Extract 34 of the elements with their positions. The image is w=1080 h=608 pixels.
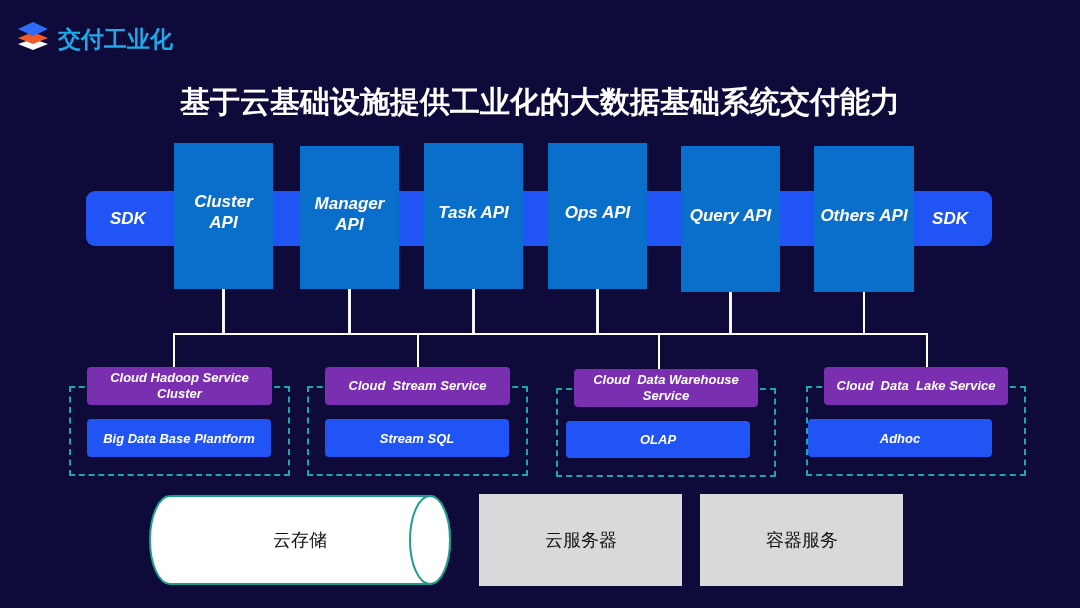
node-text: Adhoc <box>879 430 921 446</box>
service-box <box>566 421 750 458</box>
api-box <box>174 143 273 289</box>
sdk-label: SDK <box>110 208 146 229</box>
section-label: 交付工业化 <box>58 25 173 54</box>
api-label: Ops API <box>564 201 631 223</box>
node-text: 云服务器 <box>544 529 617 552</box>
resource-box <box>700 494 903 586</box>
node-text: Big Data Base Plantform <box>103 430 255 446</box>
api-label: Manager API <box>313 192 386 235</box>
node-text: 容器服务 <box>765 529 838 552</box>
api-box <box>300 146 399 289</box>
service-box <box>87 419 271 457</box>
api-label: Task API <box>438 201 509 223</box>
group-heading: Cloud Hadoop Service Cluster <box>87 367 272 405</box>
service-box <box>325 419 509 457</box>
api-label: Query API <box>689 204 772 226</box>
resource-box <box>479 494 682 586</box>
api-label: Cluster API <box>193 191 255 233</box>
node-text: 云存储 <box>273 529 327 552</box>
group-heading: Cloud Data Warehouse Service <box>574 369 758 407</box>
api-box <box>548 143 647 289</box>
sdk-label: SDK <box>932 208 968 229</box>
api-label: Others API <box>820 204 908 226</box>
title: 基于云基础设施提供工业化的大数据基础系统交付能力 <box>179 83 901 121</box>
group-heading: Cloud Stream Service <box>325 367 510 405</box>
service-box <box>808 419 992 457</box>
api-box <box>681 146 780 292</box>
api-box <box>814 146 914 292</box>
connector-line <box>863 291 928 368</box>
api-box <box>424 143 523 289</box>
group-heading: Cloud Data Lake Service <box>824 367 1008 405</box>
node-text: Stream SQL <box>379 430 455 446</box>
node-text: OLAP <box>639 432 677 447</box>
